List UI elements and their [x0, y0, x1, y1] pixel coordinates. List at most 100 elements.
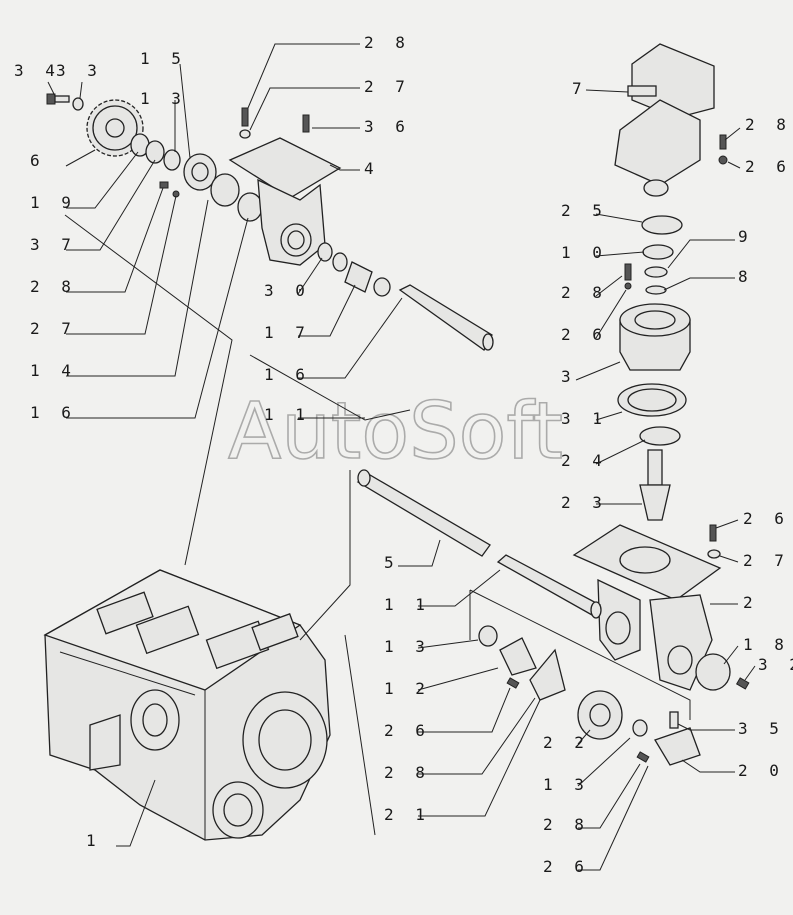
leader-line-28c	[724, 127, 741, 141]
callout-label-11b: 1 1	[384, 595, 431, 614]
leader-line-3	[575, 361, 621, 381]
leader-line-26b	[595, 289, 627, 339]
leader-line-4	[329, 164, 360, 171]
leader-line-10	[595, 251, 645, 257]
leader-line-20	[681, 759, 735, 773]
callout-label-16b: 1 6	[264, 365, 311, 384]
leader-line-12	[417, 667, 499, 691]
callout-label-24: 2 4	[561, 451, 608, 470]
leader-line-22	[577, 729, 591, 745]
leader-line-26d	[418, 687, 511, 733]
leader-lines	[47, 43, 756, 871]
leader-line-33	[79, 81, 83, 99]
rings-upper-left-part	[130, 133, 263, 222]
callout-label-26a: 2 6	[745, 157, 792, 176]
callout-label-11a: 1 1	[264, 405, 311, 424]
watermark-text: AutoSoft	[228, 387, 563, 477]
callout-label-27b: 2 7	[30, 319, 77, 338]
callout-label-31: 3 1	[561, 409, 608, 428]
callout-label-13c: 1 3	[543, 775, 590, 794]
callout-label-26e: 2 6	[543, 857, 590, 876]
bracket-4-part	[228, 107, 342, 266]
callout-label-17: 1 7	[264, 323, 311, 342]
callout-label-12: 1 2	[384, 679, 431, 698]
leader-line-28a	[247, 43, 360, 109]
callout-label-21: 2 1	[384, 805, 431, 824]
callout-label-32: 3 2	[758, 655, 793, 674]
leader-line-21	[418, 699, 541, 817]
callout-label-28e: 2 8	[384, 763, 431, 782]
leader-line-30	[297, 257, 323, 295]
callout-label-28d: 2 8	[561, 283, 608, 302]
pinion-23-part	[639, 449, 671, 521]
callout-label-35: 3 5	[738, 719, 785, 738]
callout-label-19: 1 9	[30, 193, 77, 212]
callout-label-15: 1 5	[140, 49, 187, 68]
housing-part	[43, 569, 331, 841]
motor-7-part	[614, 43, 728, 197]
callout-label-2: 2	[743, 593, 759, 612]
callout-label-9: 9	[738, 227, 754, 246]
leader-line-31	[595, 411, 623, 421]
leader-line-26e	[578, 765, 649, 871]
leader-line-7	[585, 89, 629, 93]
leader-line-28f	[578, 763, 641, 829]
leader-line-27a	[249, 87, 360, 131]
callout-label-4: 4	[364, 159, 380, 178]
leader-line-13b	[417, 639, 479, 649]
callout-label-28a: 2 8	[364, 33, 411, 52]
callout-label-28f: 2 8	[543, 815, 590, 834]
leader-line-26c	[715, 519, 739, 529]
assembly-lines	[64, 214, 691, 836]
callout-label-37: 3 7	[30, 235, 77, 254]
callout-label-34: 3 4	[14, 61, 61, 80]
callout-label-22: 2 2	[543, 733, 590, 752]
bolt-34-part	[46, 93, 84, 111]
leader-line-8	[663, 277, 735, 291]
leader-line-19	[66, 151, 139, 209]
callout-label-14: 1 4	[30, 361, 77, 380]
leader-line-9	[667, 239, 735, 269]
callout-label-30: 3 0	[264, 281, 311, 300]
callout-label-13a: 1 3	[140, 89, 187, 108]
callout-label-27c: 2 7	[743, 551, 790, 570]
callout-label-36: 3 6	[364, 117, 411, 136]
callout-label-16a: 1 6	[30, 403, 77, 422]
callout-label-10: 1 0	[561, 243, 608, 262]
gear-6-part	[86, 99, 144, 157]
callout-label-28c: 2 8	[745, 115, 792, 134]
shaft-5-part	[356, 469, 491, 557]
bearing-stack-part	[617, 215, 691, 446]
leader-line-28b	[66, 187, 164, 293]
callout-label-33: 3 3	[56, 61, 103, 80]
leader-line-25	[595, 213, 643, 223]
callout-label-13b: 1 3	[384, 637, 431, 656]
shaft-11-part	[496, 554, 602, 619]
leader-line-13c	[577, 737, 631, 787]
callout-label-20: 2 0	[738, 761, 785, 780]
callout-label-1: 1	[86, 831, 102, 850]
callout-label-27a: 2 7	[364, 77, 411, 96]
callout-label-18: 1 8	[743, 635, 790, 654]
leader-line-35	[677, 723, 735, 731]
callout-label-26d: 2 6	[384, 721, 431, 740]
leader-line-28e	[418, 697, 536, 775]
leader-line-27b	[66, 195, 177, 335]
bracket-2-part	[572, 524, 750, 691]
callout-label-23: 2 3	[561, 493, 608, 512]
leader-line-6	[65, 149, 96, 167]
leader-line-17	[298, 284, 356, 337]
callout-label-8: 8	[738, 267, 754, 286]
leader-line-15	[179, 63, 191, 159]
callout-label-28b: 2 8	[30, 277, 77, 296]
leader-line-37	[66, 159, 156, 251]
leader-line-24	[595, 439, 646, 465]
leader-line-16a	[66, 217, 249, 419]
leader-line-11b	[418, 569, 501, 607]
callout-label-26b: 2 6	[561, 325, 608, 344]
callout-label-25: 2 5	[561, 201, 608, 220]
callout-label-3: 3	[561, 367, 577, 386]
leader-line-1	[116, 779, 156, 847]
leader-line-32	[744, 665, 756, 681]
